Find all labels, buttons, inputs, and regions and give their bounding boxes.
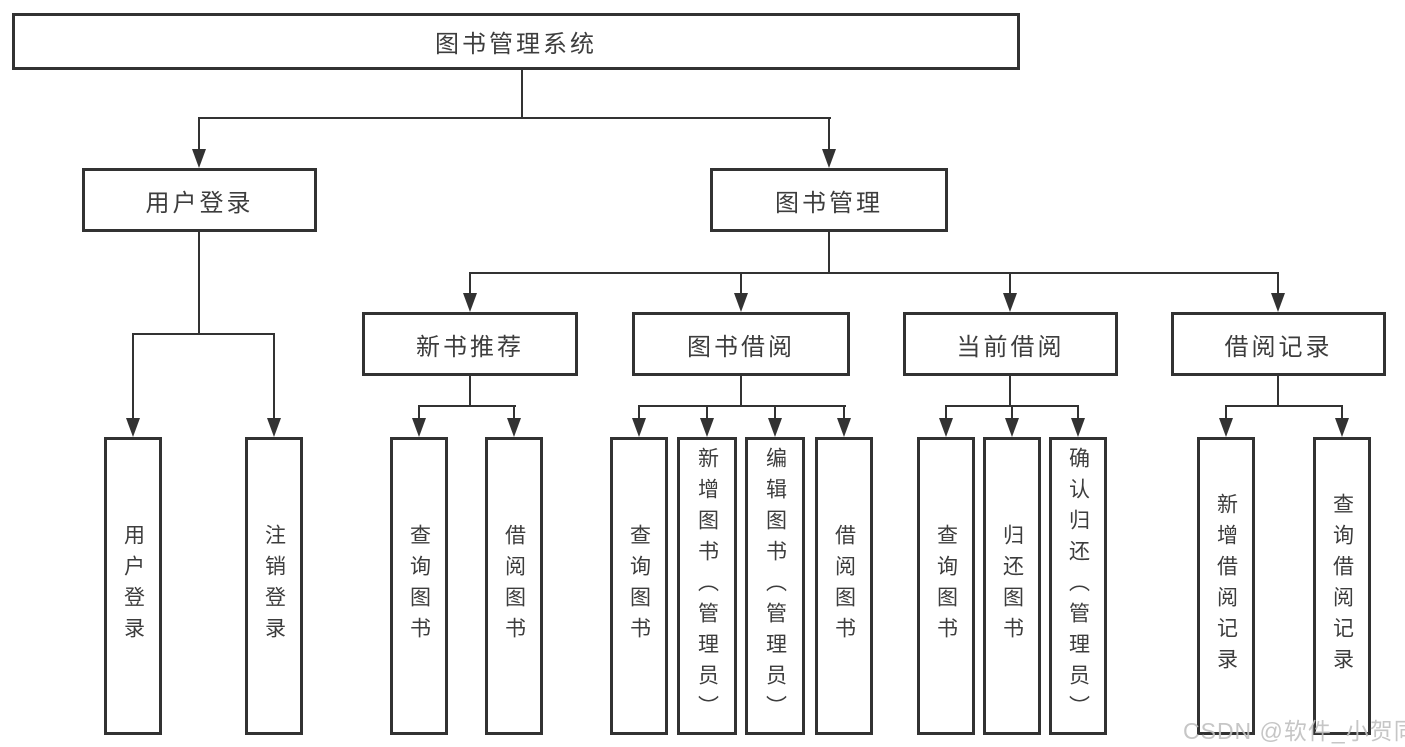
node-label: 图书管理系统 <box>435 31 597 58</box>
arrow-down-icon <box>1005 418 1019 437</box>
connector-line <box>198 117 200 151</box>
arrow-down-icon <box>700 418 714 437</box>
leaf-query-books: 查询图书 <box>390 437 448 735</box>
node-label: 新书推荐 <box>416 333 524 361</box>
connector-line <box>469 272 1279 274</box>
connector-line <box>945 405 947 420</box>
connector-line <box>1277 376 1279 407</box>
leaf-query-books: 查询图书 <box>610 437 668 735</box>
connector-line <box>513 405 515 420</box>
arrow-down-icon <box>507 418 521 437</box>
leaf-query-borrow-record: 查询借阅记录 <box>1313 437 1371 735</box>
leaf-label: 查询图书 <box>934 524 958 648</box>
connector-line <box>1277 272 1279 295</box>
connector-line <box>1077 405 1079 420</box>
arrow-down-icon <box>734 293 748 312</box>
connector-line <box>1341 405 1343 420</box>
leaf-label: 注销登录 <box>262 524 286 648</box>
node-book-management: 图书管理 <box>710 168 948 232</box>
leaf-borrow-books: 借阅图书 <box>815 437 873 735</box>
leaf-borrow-books: 借阅图书 <box>485 437 543 735</box>
connector-line <box>469 376 471 407</box>
connector-line <box>1225 405 1227 420</box>
connector-line <box>843 405 845 420</box>
leaf-label: 查询图书 <box>627 524 651 648</box>
leaf-label: 新增图书（管理员） <box>695 446 719 726</box>
node-label: 当前借阅 <box>956 333 1065 361</box>
connector-line <box>1009 376 1011 407</box>
leaf-confirm-return-admin: 确认归还（管理员） <box>1049 437 1107 735</box>
arrow-down-icon <box>126 418 140 437</box>
leaf-label: 用户登录 <box>121 524 145 648</box>
connector-line <box>740 272 742 295</box>
leaf-query-books: 查询图书 <box>917 437 975 735</box>
connector-line <box>132 333 134 420</box>
leaf-label: 新增借阅记录 <box>1214 493 1238 679</box>
leaf-edit-book-admin: 编辑图书（管理员） <box>745 437 805 735</box>
connector-line <box>198 232 200 334</box>
connector-line <box>132 333 275 335</box>
connector-line <box>521 70 523 118</box>
arrow-down-icon <box>463 293 477 312</box>
node-library-management-system: 图书管理系统 <box>12 13 1020 70</box>
arrow-down-icon <box>1271 293 1285 312</box>
arrow-down-icon <box>267 418 281 437</box>
node-book-borrow: 图书借阅 <box>632 312 850 376</box>
leaf-return-book: 归还图书 <box>983 437 1041 735</box>
connector-line <box>706 405 708 420</box>
node-user-login: 用户登录 <box>82 168 317 232</box>
leaf-label: 借阅图书 <box>832 524 856 648</box>
node-label: 用户登录 <box>145 189 254 217</box>
leaf-label: 编辑图书（管理员） <box>763 446 787 726</box>
connector-line <box>1009 272 1011 295</box>
node-label: 图书管理 <box>775 189 883 217</box>
connector-line <box>1225 405 1343 407</box>
leaf-label: 查询借阅记录 <box>1330 493 1354 679</box>
connector-line <box>418 405 516 407</box>
connector-line <box>740 376 742 407</box>
arrow-down-icon <box>822 149 836 168</box>
arrow-down-icon <box>412 418 426 437</box>
node-borrow-records: 借阅记录 <box>1171 312 1386 376</box>
leaf-label: 借阅图书 <box>502 524 526 648</box>
arrow-down-icon <box>837 418 851 437</box>
arrow-down-icon <box>192 149 206 168</box>
arrow-down-icon <box>1071 418 1085 437</box>
leaf-user-login: 用户登录 <box>104 437 162 735</box>
leaf-label: 查询图书 <box>407 524 431 648</box>
connector-line <box>273 333 275 420</box>
connector-line <box>828 117 830 151</box>
node-label: 图书借阅 <box>687 333 795 361</box>
arrow-down-icon <box>1003 293 1017 312</box>
leaf-label: 确认归还（管理员） <box>1066 446 1090 726</box>
connector-line <box>418 405 420 420</box>
connector-line <box>638 405 640 420</box>
connector-line <box>828 232 830 274</box>
leaf-label: 归还图书 <box>1000 524 1024 648</box>
node-new-book-recommend: 新书推荐 <box>362 312 578 376</box>
connector-line <box>1011 405 1013 420</box>
node-label: 借阅记录 <box>1224 333 1333 361</box>
connector-line <box>774 405 776 420</box>
watermark: CSDN @软件_小贺同学 <box>1183 718 1405 744</box>
node-current-borrow: 当前借阅 <box>903 312 1118 376</box>
leaf-add-borrow-record: 新增借阅记录 <box>1197 437 1255 735</box>
connector-line <box>198 117 831 119</box>
connector-line <box>638 405 846 407</box>
arrow-down-icon <box>768 418 782 437</box>
arrow-down-icon <box>939 418 953 437</box>
leaf-add-book-admin: 新增图书（管理员） <box>677 437 737 735</box>
leaf-logout: 注销登录 <box>245 437 303 735</box>
arrow-down-icon <box>1219 418 1233 437</box>
connector-line <box>469 272 471 295</box>
arrow-down-icon <box>1335 418 1349 437</box>
arrow-down-icon <box>632 418 646 437</box>
